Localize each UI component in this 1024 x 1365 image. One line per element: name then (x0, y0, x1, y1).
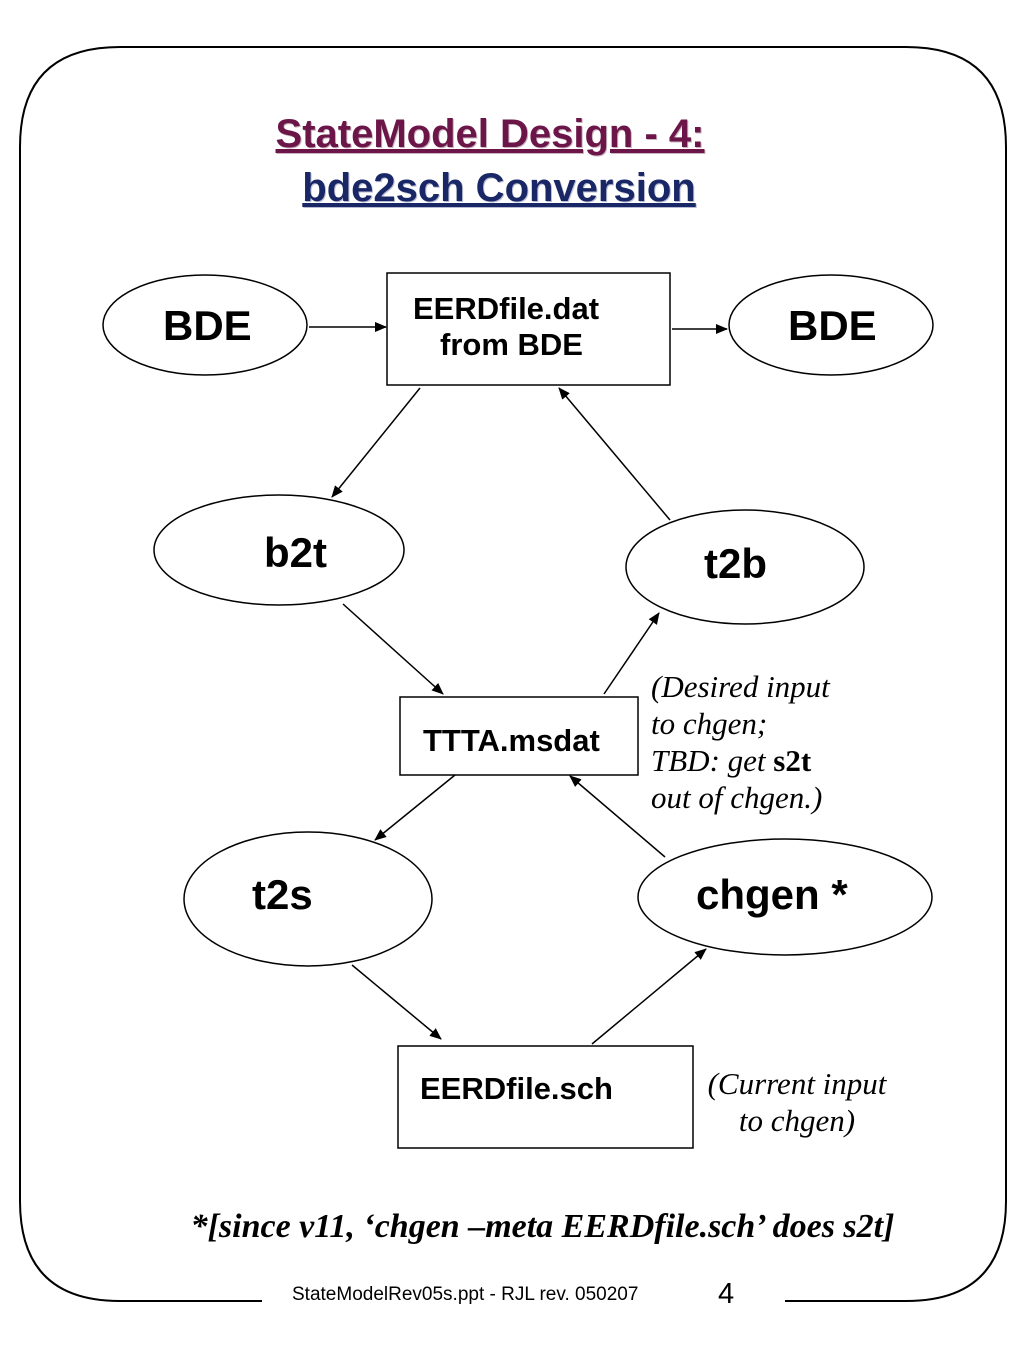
t2s-ellipse (183, 831, 433, 967)
ttta-box (399, 696, 639, 776)
desired-note-line-3-text: TBD: get (651, 743, 774, 778)
eerd-dat-label-line-2: from BDE (440, 327, 583, 362)
bde-left-label: BDE (163, 302, 252, 349)
arrow-eerd-dat-to-b2t (331, 387, 421, 498)
bde-left-ellipse (102, 274, 308, 376)
bde-right-ellipse (728, 274, 934, 376)
footer-text: StateModelRev05s.ppt - RJL rev. 050207 (292, 1284, 639, 1305)
eerd-dat-box (386, 272, 671, 386)
desired-note-line-4: out of chgen.) (651, 780, 823, 815)
chgen-label: chgen * (696, 871, 848, 918)
footnote: *[since v11, ‘chgen –meta EERDfile.sch’ … (190, 1208, 895, 1245)
arrow-ttta-to-t2s (374, 774, 456, 841)
arrow-b2t-to-ttta (342, 603, 444, 695)
page-number: 4 (718, 1278, 735, 1310)
arrow-eerd-sch-to-chgen (591, 948, 707, 1045)
desired-note-line-1: (Desired input (651, 669, 830, 704)
current-input-note: (Current input to chgen) (697, 1065, 897, 1139)
t2b-label: t2b (704, 540, 767, 587)
desired-note-line-3: TBD: get s2t (651, 742, 830, 779)
current-note-line-2: to chgen) (738, 1103, 856, 1138)
desired-input-note: (Desired input to chgen; TBD: get s2t ou… (651, 668, 830, 816)
arrow-chgen-to-ttta (569, 775, 666, 858)
chgen-ellipse (637, 838, 933, 956)
title-line-2: bde2sch Conversion (302, 166, 696, 210)
ttta-label: TTTA.msdat (423, 723, 600, 758)
b2t-ellipse (153, 494, 405, 606)
eerd-dat-label-line-1: EERDfile.dat (413, 291, 600, 326)
arrow-t2s-to-eerd-sch (351, 964, 442, 1040)
current-note-line-1: (Current input (707, 1066, 887, 1101)
b2t-label: b2t (264, 529, 327, 576)
bde-right-label: BDE (788, 302, 877, 349)
arrow-t2b-to-eerd-dat (558, 387, 671, 521)
title-line-1: StateModel Design - 4: (275, 112, 705, 156)
t2s-label: t2s (252, 871, 313, 918)
t2b-ellipse (625, 509, 865, 625)
desired-note-line-2: to chgen; (651, 706, 768, 741)
slide-frame (19, 46, 1007, 1302)
eerd-sch-label: EERDfile.sch (420, 1071, 613, 1106)
eerd-sch-box (397, 1045, 694, 1149)
desired-note-s2t: s2t (773, 743, 812, 778)
arrow-ttta-to-t2b (603, 612, 660, 695)
